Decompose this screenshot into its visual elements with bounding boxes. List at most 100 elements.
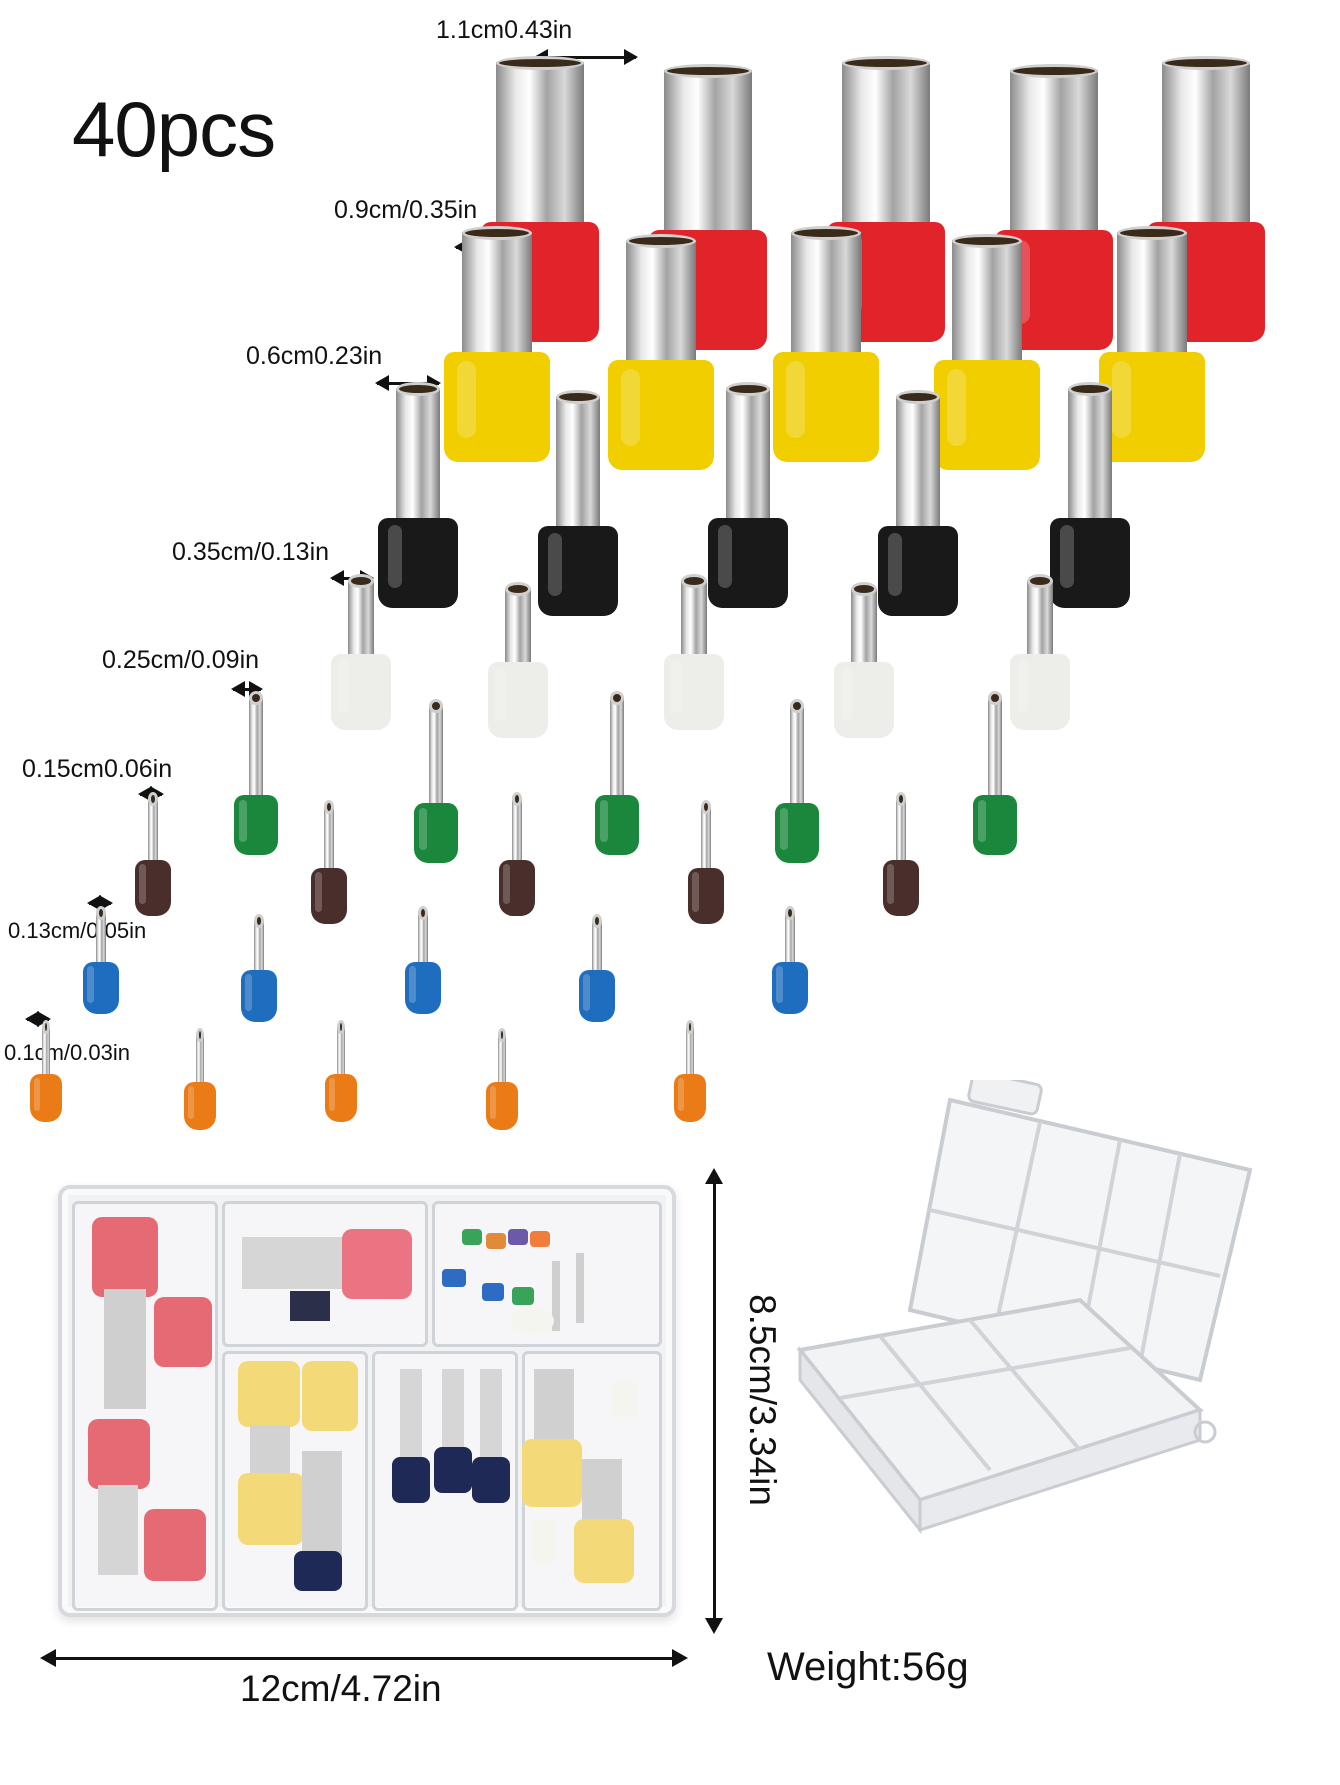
storage-box-open bbox=[796, 1080, 1253, 1535]
ferrule-tube bbox=[592, 914, 602, 980]
ferrule-4-4 bbox=[834, 582, 894, 738]
dimension-arrow-0-13cm bbox=[87, 895, 113, 911]
ferrule-tube bbox=[249, 691, 263, 805]
ferrule-tube bbox=[1068, 382, 1112, 528]
ferrule-sleeve bbox=[1099, 352, 1205, 462]
ferrule-sleeve bbox=[878, 526, 958, 616]
ferrule-3-5 bbox=[1050, 382, 1130, 608]
ferrule-sleeve bbox=[883, 860, 919, 916]
ferrule-tube bbox=[396, 382, 440, 528]
size-label-1-1cm: 1.1cm0.43in bbox=[436, 16, 573, 44]
ferrule-tube bbox=[337, 1020, 345, 1084]
size-label-0-6cm: 0.6cm0.23in bbox=[246, 342, 383, 370]
ferrule-tube bbox=[686, 1020, 694, 1084]
ferrule-sleeve bbox=[775, 803, 819, 863]
ferrule-tube bbox=[556, 390, 600, 536]
ferrule-tube bbox=[196, 1028, 204, 1092]
ferrule-tube bbox=[505, 582, 531, 672]
ferrule-sleeve bbox=[773, 352, 879, 462]
ferrule-7-1 bbox=[83, 906, 119, 1014]
ferrule-5-5 bbox=[973, 691, 1017, 855]
ferrule-sleeve bbox=[184, 1082, 216, 1130]
ferrule-tube bbox=[851, 582, 877, 672]
ferrule-sleeve bbox=[688, 868, 724, 924]
ferrule-tube bbox=[254, 914, 264, 980]
ferrule-sleeve bbox=[234, 795, 278, 855]
ferrule-tube bbox=[324, 800, 334, 878]
ferrule-4-1 bbox=[331, 574, 391, 730]
ferrule-tube bbox=[1027, 574, 1053, 664]
ferrule-sleeve bbox=[83, 962, 119, 1014]
ferrule-2-4 bbox=[934, 234, 1040, 470]
ferrule-tube bbox=[462, 226, 532, 362]
ferrule-sleeve bbox=[311, 868, 347, 924]
ferrule-sleeve bbox=[135, 860, 171, 916]
ferrule-3-1 bbox=[378, 382, 458, 608]
ferrule-tube bbox=[988, 691, 1002, 805]
ferrule-tube bbox=[701, 800, 711, 878]
ferrule-sleeve bbox=[499, 860, 535, 916]
box-width-arrow bbox=[40, 1649, 688, 1667]
ferrule-sleeve bbox=[538, 526, 618, 616]
ferrule-sleeve bbox=[405, 962, 441, 1014]
ferrule-4-3 bbox=[664, 574, 724, 730]
ferrule-5-3 bbox=[595, 691, 639, 855]
size-label-0-25cm: 0.25cm/0.09in bbox=[102, 646, 260, 674]
size-label-0-1cm: 0.1cm/0.03in bbox=[4, 1040, 130, 1065]
ferrule-tube bbox=[1010, 64, 1098, 240]
ferrule-tube bbox=[664, 64, 752, 240]
ferrule-tube bbox=[429, 699, 443, 813]
ferrule-sleeve bbox=[1010, 654, 1070, 730]
ferrule-4-5 bbox=[1010, 574, 1070, 730]
ferrule-6-4 bbox=[688, 800, 724, 924]
ferrule-7-2 bbox=[241, 914, 277, 1022]
ferrule-2-3 bbox=[773, 226, 879, 462]
box-width-label: 12cm/4.72in bbox=[240, 1668, 442, 1709]
ferrule-tube bbox=[681, 574, 707, 664]
ferrule-tube bbox=[626, 234, 696, 370]
ferrule-8-1 bbox=[30, 1020, 62, 1122]
ferrule-sleeve bbox=[325, 1074, 357, 1122]
ferrule-tube bbox=[418, 906, 428, 972]
ferrule-tube bbox=[610, 691, 624, 805]
ferrule-2-1 bbox=[444, 226, 550, 462]
ferrule-sleeve bbox=[674, 1074, 706, 1122]
ferrule-7-5 bbox=[772, 906, 808, 1014]
ferrule-6-1 bbox=[135, 792, 171, 916]
ferrule-sleeve bbox=[414, 803, 458, 863]
ferrule-sleeve bbox=[488, 662, 548, 738]
ferrule-tube bbox=[1162, 56, 1250, 232]
ferrule-6-5 bbox=[883, 792, 919, 916]
storage-box-filled bbox=[58, 1185, 676, 1617]
ferrule-4-2 bbox=[488, 582, 548, 738]
ferrule-7-4 bbox=[579, 914, 615, 1022]
ferrule-tube bbox=[896, 792, 906, 870]
ferrule-sleeve bbox=[664, 654, 724, 730]
ferrule-tube bbox=[496, 56, 584, 232]
ferrule-sleeve bbox=[579, 970, 615, 1022]
ferrule-tube bbox=[96, 906, 106, 972]
size-label-0-9cm: 0.9cm/0.35in bbox=[334, 196, 478, 224]
ferrule-tube bbox=[498, 1028, 506, 1092]
weight-label: Weight:56g bbox=[767, 1645, 969, 1689]
ferrule-8-5 bbox=[674, 1020, 706, 1122]
ferrule-sleeve bbox=[973, 795, 1017, 855]
ferrule-tube bbox=[348, 574, 374, 664]
ferrule-2-5 bbox=[1099, 226, 1205, 462]
ferrule-5-2 bbox=[414, 699, 458, 863]
ferrule-tube bbox=[791, 226, 861, 362]
ferrule-tube bbox=[790, 699, 804, 813]
ferrule-sleeve bbox=[30, 1074, 62, 1122]
ferrule-2-2 bbox=[608, 234, 714, 470]
ferrule-sleeve bbox=[834, 662, 894, 738]
ferrule-tube bbox=[148, 792, 158, 870]
ferrule-5-1 bbox=[234, 691, 278, 855]
ferrule-tube bbox=[512, 792, 522, 870]
ferrule-3-4 bbox=[878, 390, 958, 616]
ferrule-sleeve bbox=[378, 518, 458, 608]
ferrule-tube bbox=[842, 56, 930, 232]
ferrule-sleeve bbox=[1050, 518, 1130, 608]
ferrule-sleeve bbox=[608, 360, 714, 470]
ferrule-8-3 bbox=[325, 1020, 357, 1122]
ferrule-sleeve bbox=[772, 962, 808, 1014]
